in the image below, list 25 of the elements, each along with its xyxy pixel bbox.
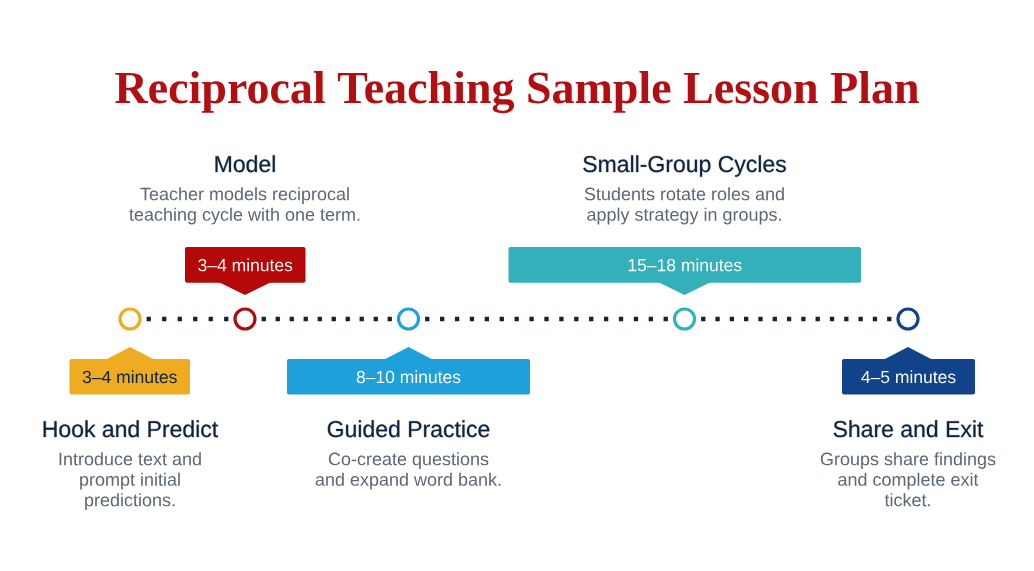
step-heading: Share and Exit	[833, 420, 984, 438]
dotted-connector	[261, 316, 392, 322]
step-description: Co-create questions and expand word bank.	[315, 452, 501, 490]
timeline-circle	[233, 307, 257, 331]
duration-callout: 4–5 minutes	[842, 347, 975, 395]
duration-callout: 8–10 minutes	[287, 347, 530, 395]
step-heading: Guided Practice	[327, 420, 490, 438]
step-description: Teacher models reciprocal teaching cycle with one term.	[129, 187, 360, 225]
step-heading: Model	[215, 155, 275, 173]
timeline-circle	[118, 307, 142, 331]
step-description: Introduce text and prompt initial predictions.	[59, 452, 201, 510]
step-heading: Small-Group Cycles	[583, 155, 786, 177]
step-description: Students rotate roles and apply strategy in groups.	[584, 187, 784, 225]
timeline-circle	[396, 307, 421, 331]
timeline-circle	[896, 307, 920, 331]
dotted-connector	[425, 316, 668, 322]
step-description: Groups share findings and complete exit ticket.	[820, 452, 996, 507]
step-heading: Hook and Predict	[43, 420, 218, 438]
duration-callout: 15–18 minutes	[508, 247, 861, 295]
duration-callout: 3–4 minutes	[69, 347, 190, 395]
dotted-connector	[701, 316, 892, 322]
title: Reciprocal Teaching Sample Lesson Plan	[115, 71, 919, 114]
dotted-connector	[146, 316, 229, 322]
timeline-circle	[672, 307, 697, 331]
duration-callout: 3–4 minutes	[185, 247, 306, 295]
